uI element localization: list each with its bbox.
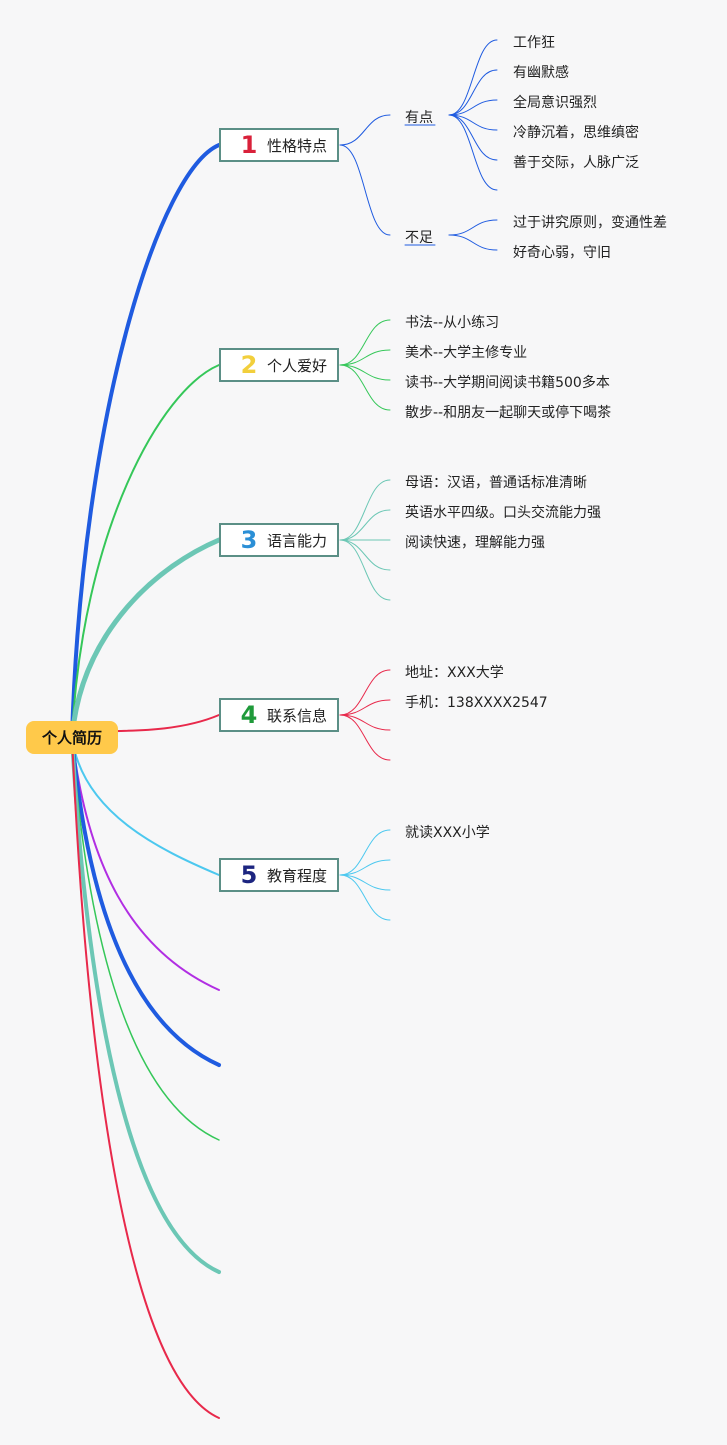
root-node[interactable]: 个人简历 <box>26 721 118 754</box>
number-3-icon: 3 <box>240 526 258 554</box>
leaf-connector <box>339 859 391 876</box>
list-item[interactable]: 就读XXX小学 <box>405 825 490 841</box>
subtopic-strengths[interactable]: 有点 <box>405 110 433 126</box>
list-item[interactable]: 过于讲究原则，变通性差 <box>513 215 667 231</box>
list-item[interactable]: 地址：XXX大学 <box>405 665 504 681</box>
topic-personality[interactable]: 1 性格特点 <box>219 128 339 162</box>
leaf-connector <box>339 714 391 731</box>
branch-line <box>71 736 220 876</box>
number-5-icon: 5 <box>240 861 258 889</box>
leaf-connector <box>339 539 391 601</box>
empty-branch-line <box>70 735 221 1067</box>
leaf-connector <box>339 874 391 891</box>
list-item[interactable]: 书法--从小练习 <box>405 315 500 331</box>
leaf-connector <box>339 349 391 366</box>
list-item[interactable]: 冷静沉着，思维缜密 <box>513 125 639 141</box>
topic-label: 联系信息 <box>267 706 328 725</box>
leaf-connector <box>448 234 498 251</box>
leaf-connector <box>339 699 391 716</box>
leaf-connector <box>339 364 391 381</box>
leaf-connector <box>448 69 498 116</box>
topic-language[interactable]: 3 语言能力 <box>219 523 339 557</box>
subtopic-weaknesses[interactable]: 不足 <box>405 230 433 246</box>
root-label: 个人简历 <box>41 729 102 747</box>
leaf-connector <box>339 539 391 571</box>
list-item[interactable]: 全局意识强烈 <box>513 95 597 111</box>
list-item[interactable]: 英语水平四级。口头交流能力强 <box>405 505 601 521</box>
leaf-connector <box>339 364 391 411</box>
branch-line <box>71 364 220 738</box>
leaf-connector <box>339 829 391 876</box>
leaf-connector <box>448 99 498 116</box>
empty-branch-line <box>71 736 220 991</box>
list-item[interactable]: 散步--和朋友一起聊天或停下喝茶 <box>405 405 612 421</box>
list-item[interactable]: 阅读快速，理解能力强 <box>405 535 545 551</box>
topic-label: 教育程度 <box>267 866 328 885</box>
leaf-connector <box>339 669 391 716</box>
topic-education[interactable]: 5 教育程度 <box>219 858 339 892</box>
leaf-connector <box>448 39 498 116</box>
topic-hobbies[interactable]: 2 个人爱好 <box>219 348 339 382</box>
number-1-icon: 1 <box>240 131 258 159</box>
branch-line <box>70 143 221 739</box>
list-item[interactable]: 善于交际，人脉广泛 <box>513 155 639 171</box>
empty-branch-line <box>70 735 221 1274</box>
sub-connector <box>339 114 391 146</box>
topic-contact[interactable]: 4 联系信息 <box>219 698 339 732</box>
branch-line <box>69 537 222 740</box>
list-item[interactable]: 母语：汉语，普通话标准清晰 <box>405 475 587 491</box>
list-item[interactable]: 读书--大学期间阅读书籍500多本 <box>405 375 610 391</box>
list-item[interactable]: 美术--大学主修专业 <box>405 345 528 361</box>
empty-branch-line <box>71 736 220 1419</box>
leaf-connector <box>339 479 391 541</box>
list-item[interactable]: 好奇心弱，守旧 <box>513 245 611 261</box>
leaf-connector <box>448 114 498 191</box>
leaf-connector <box>339 874 391 921</box>
topic-label: 个人爱好 <box>267 356 328 375</box>
leaf-connector <box>448 114 498 161</box>
leaf-connector <box>339 319 391 366</box>
topic-label: 性格特点 <box>267 136 328 155</box>
sub-connector <box>339 144 391 236</box>
list-item[interactable]: 有幽默感 <box>513 65 569 81</box>
leaf-connector <box>448 219 498 236</box>
leaf-connector <box>339 714 391 761</box>
list-item[interactable]: 手机：138XXXX2547 <box>405 695 548 711</box>
number-4-icon: 4 <box>240 701 258 729</box>
leaf-connector <box>339 509 391 541</box>
number-2-icon: 2 <box>240 351 258 379</box>
topic-label: 语言能力 <box>267 531 328 550</box>
empty-branch-line <box>71 736 220 1141</box>
list-item[interactable]: 工作狂 <box>513 35 555 51</box>
